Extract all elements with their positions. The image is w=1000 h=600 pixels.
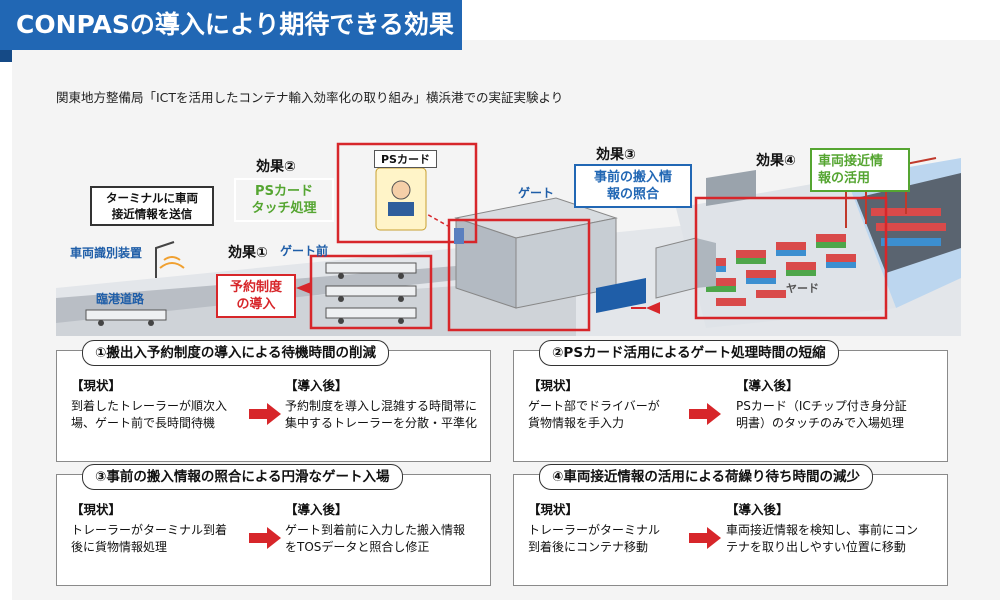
ps-touch-callout: PSカード タッチ処理 xyxy=(234,178,334,222)
effect2-label: 効果② xyxy=(256,159,296,175)
pre-check-callout: 事前の搬入情 報の照合 xyxy=(574,164,692,208)
effect-box-2-after-text: PSカード（ICチップ付き身分証 明書）のタッチのみで入場処理 xyxy=(736,399,907,430)
effect-box-4-before-text: トレーラーがターミナル 到着後にコンテナ移動 xyxy=(528,523,661,554)
approach-info-callout: 車両接近情 報の活用 xyxy=(810,148,910,192)
terminal-illustration: 効果② 効果③ 効果④ 効果① ゲート前 ゲート 車両識別装置 臨港道路 ヤード… xyxy=(56,138,961,336)
effect-box-3-after-text: ゲート到着前に入力した搬入情報 をTOSデータと照合し修正 xyxy=(285,523,466,554)
arrow-right-icon xyxy=(689,527,721,549)
reservation-callout: 予約制度 の導入 xyxy=(216,274,296,318)
effect-box-2-before-text: ゲート部でドライバーが 貨物情報を手入力 xyxy=(528,399,660,430)
effect1-label: 効果① xyxy=(228,245,268,261)
effect-box-3-before-label: 【現状】 xyxy=(71,502,122,517)
title-tab-decoration xyxy=(0,50,12,62)
effect-box-1-before-label: 【現状】 xyxy=(71,378,122,393)
effect-box-4-after-text: 車両接近情報を検知し、事前にコン テナを取り出しやすい位置に移動 xyxy=(726,523,919,554)
effect-box-4-before-label: 【現状】 xyxy=(528,502,579,517)
effect4-label: 効果④ xyxy=(756,153,796,169)
effect-box-1-after-label: 【導入後】 xyxy=(285,378,348,393)
effect-box-3: ③事前の搬入情報の照合による円滑なゲート入場 【現状】 トレーラーがターミナル到… xyxy=(56,464,491,586)
ps-card-title: PSカード xyxy=(374,150,437,168)
effect-box-3-after-label: 【導入後】 xyxy=(285,502,348,517)
effect-box-2: ②PSカード活用によるゲート処理時間の短縮 【現状】 ゲート部でドライバーが 貨… xyxy=(513,340,948,462)
effect-box-4: ④車両接近情報の活用による荷繰り待ち時間の減少 【現状】 トレーラーがターミナル… xyxy=(513,464,948,586)
effect-box-2-before-label: 【現状】 xyxy=(528,378,579,393)
effect-box-1-heading: ①搬出入予約制度の導入による待機時間の削減 xyxy=(82,340,390,366)
effect-box-3-before-text: トレーラーがターミナル到着 後に貨物情報処理 xyxy=(71,523,228,554)
gate-front-label: ゲート前 xyxy=(280,244,329,258)
effect-box-3-heading: ③事前の搬入情報の照合による円滑なゲート入場 xyxy=(82,464,403,490)
gate-label: ゲート xyxy=(518,186,555,200)
arrow-right-icon xyxy=(249,527,281,549)
effect-box-4-after-label: 【導入後】 xyxy=(726,502,789,517)
effect-box-2-after-label: 【導入後】 xyxy=(736,378,799,393)
effect-box-4-heading: ④車両接近情報の活用による荷繰り待ち時間の減少 xyxy=(539,464,874,490)
vehicle-device-label: 車両識別装置 xyxy=(70,246,143,260)
effect-box-2-heading: ②PSカード活用によるゲート処理時間の短縮 xyxy=(539,340,839,366)
yard-label: ヤード xyxy=(786,282,819,295)
source-caption: 関東地方整備局「ICTを活用したコンテナ輸入効率化の取り組み」横浜港での実証実験… xyxy=(56,90,564,105)
page-title: CONPASの導入により期待できる効果 xyxy=(0,0,462,50)
port-road-label: 臨港道路 xyxy=(96,292,145,306)
effect-box-1: ①搬出入予約制度の導入による待機時間の削減 【現状】 到着したトレーラーが順次入… xyxy=(56,340,491,462)
effect3-label: 効果③ xyxy=(596,147,636,163)
arrow-right-icon xyxy=(249,403,281,425)
arrow-right-icon xyxy=(689,403,721,425)
effect-box-1-after-text: 予約制度を導入し混雑する時間帯に 集中するトレーラーを分散・平準化 xyxy=(285,399,478,430)
effect-box-1-before-text: 到着したトレーラーが順次入 場、ゲート前で長時間待機 xyxy=(71,399,228,430)
terminal-notice-callout: ターミナルに車両 接近情報を送信 xyxy=(90,186,214,226)
